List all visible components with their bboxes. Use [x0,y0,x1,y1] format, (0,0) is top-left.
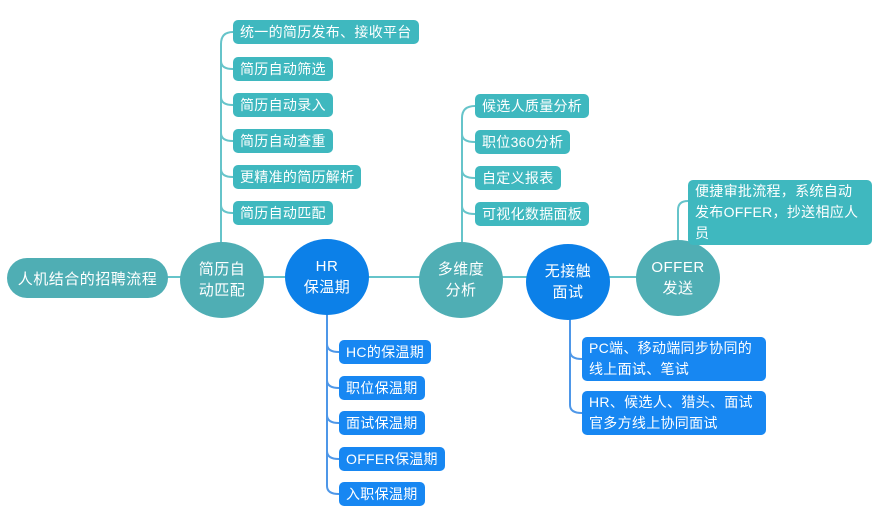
leaf-resume-dedup[interactable]: 简历自动查重 [233,129,333,153]
leaf-analysis-candidate-quality[interactable]: 候选人质量分析 [475,94,590,118]
leaf-interview-multiparty-online[interactable]: HR、候选人、猎头、面试官多方线上协同面试 [582,391,766,435]
leaf-resume-matching[interactable]: 简历自动匹配 [233,201,333,225]
leaf-analysis-custom-report[interactable]: 自定义报表 [475,166,561,190]
leaf-hr-interview-warmup[interactable]: 面试保温期 [339,411,425,435]
root-node[interactable]: 人机结合的招聘流程 [7,258,168,298]
leaf-hr-hc-warmup[interactable]: HC的保温期 [339,340,432,364]
leaf-resume-screening[interactable]: 简历自动筛选 [233,57,333,81]
leaf-offer-approval-note[interactable]: 便捷审批流程，系统自动发布OFFER，抄送相应人员 [688,180,872,245]
leaf-hr-offer-warmup[interactable]: OFFER保温期 [339,447,445,471]
leaf-resume-platform[interactable]: 统一的简历发布、接收平台 [233,20,419,44]
stage-node-resume-match[interactable]: 简历自 动匹配 [180,242,264,318]
leaf-interview-pc-mobile-sync[interactable]: PC端、移动端同步协同的线上面试、笔试 [582,337,766,381]
leaf-hr-job-warmup[interactable]: 职位保温期 [339,376,425,400]
leaf-analysis-job-360[interactable]: 职位360分析 [475,130,571,154]
stage-node-multi-analysis[interactable]: 多维度 分析 [419,242,503,318]
stage-node-hr-warmup[interactable]: HR 保温期 [285,239,369,315]
stage-node-offer-send[interactable]: OFFER 发送 [636,240,720,316]
leaf-hr-onboard-warmup[interactable]: 入职保温期 [339,482,425,506]
leaf-resume-entry[interactable]: 简历自动录入 [233,93,333,117]
leaf-resume-parsing[interactable]: 更精准的简历解析 [233,165,362,189]
stage-node-contactless-interview[interactable]: 无接触 面试 [526,244,610,320]
leaf-analysis-data-dashboard[interactable]: 可视化数据面板 [475,202,590,226]
